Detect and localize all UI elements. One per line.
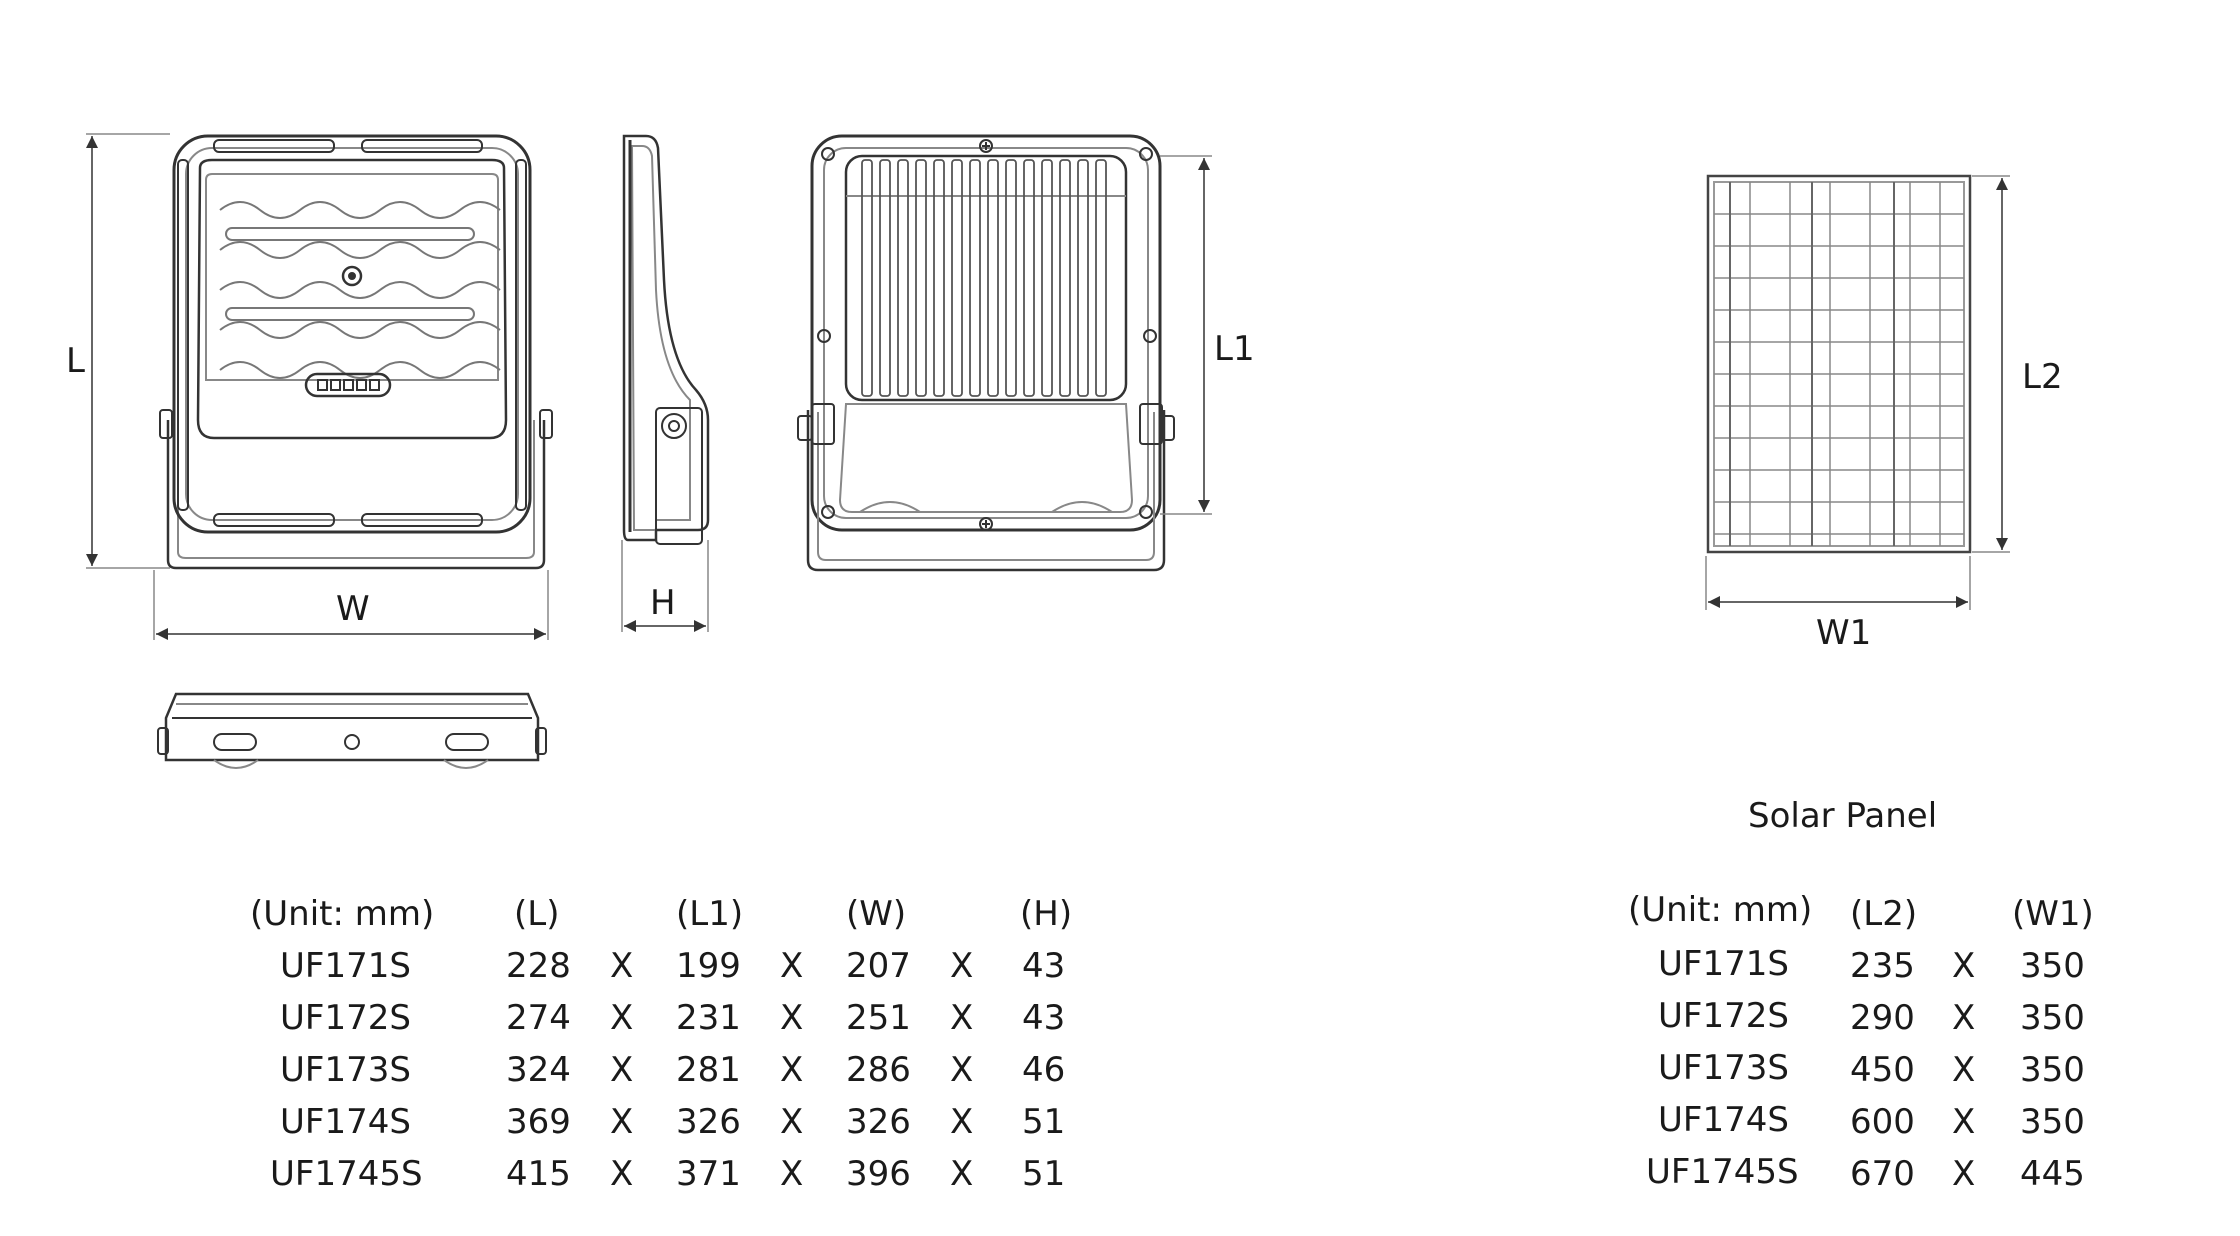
table-cell: 369 xyxy=(506,1102,571,1142)
table-cell: 51 xyxy=(1022,1102,1066,1142)
table-separator: X xyxy=(780,946,804,986)
table-separator: X xyxy=(780,1102,804,1142)
front-view xyxy=(159,134,553,570)
table-separator: X xyxy=(950,1050,974,1090)
table-cell: 324 xyxy=(506,1050,571,1090)
table-cell: 274 xyxy=(506,998,571,1038)
table-cell: 396 xyxy=(846,1154,911,1194)
dimension-label-H: H xyxy=(650,583,676,623)
table-separator: X xyxy=(780,1154,804,1194)
table-row-model: UF172S xyxy=(280,998,411,1038)
table-cell: 281 xyxy=(676,1050,741,1090)
table-header-L1: (L1) xyxy=(676,894,744,934)
table-separator: X xyxy=(610,1050,634,1090)
table-cell: 46 xyxy=(1022,1050,1066,1090)
table-separator: X xyxy=(950,1154,974,1194)
table-row-model: UF1745S xyxy=(270,1154,423,1194)
table-header-W: (W) xyxy=(846,894,907,934)
table-row-model: UF173S xyxy=(280,1050,411,1090)
table-cell: 415 xyxy=(506,1154,571,1194)
table-cell: 251 xyxy=(846,998,911,1038)
table-cell: 371 xyxy=(676,1154,741,1194)
table-cell: 286 xyxy=(846,1050,911,1090)
table-unit-label: (Unit: mm) xyxy=(250,894,435,934)
solar-panel-drawing xyxy=(1706,174,1972,554)
table-separator: X xyxy=(950,998,974,1038)
back-dimensions xyxy=(1160,155,1212,515)
table-cell: 199 xyxy=(676,946,741,986)
table-cell: 228 xyxy=(506,946,571,986)
table-cell: 207 xyxy=(846,946,911,986)
light-dimension-table: (Unit: mm) (L) (L1) (W) (H) UF171S 228 X… xyxy=(250,894,1073,1194)
table-cell: 326 xyxy=(846,1102,911,1142)
dimension-label-W: W xyxy=(336,589,370,629)
table-separator: X xyxy=(610,1154,634,1194)
table-separator: X xyxy=(610,946,634,986)
table-separator: X xyxy=(610,998,634,1038)
table-header-L: (L) xyxy=(514,894,560,934)
solar-panel-caption: Solar Panel xyxy=(1748,796,1938,836)
table-row-model: UF174S xyxy=(280,1102,411,1142)
table-separator: X xyxy=(780,998,804,1038)
back-view xyxy=(797,134,1175,572)
table-cell: 43 xyxy=(1022,946,1066,986)
solar-dimensions xyxy=(1705,175,2010,610)
table-separator: X xyxy=(950,946,974,986)
table-cell: 43 xyxy=(1022,998,1066,1038)
table-separator: X xyxy=(610,1102,634,1142)
dimension-label-L2: L2 xyxy=(2022,357,2063,397)
dimension-label-W1: W1 xyxy=(1816,613,1871,653)
table-cell: 51 xyxy=(1022,1154,1066,1194)
table-header-H: (H) xyxy=(1020,894,1073,934)
bottom-view xyxy=(157,692,547,769)
table-row-model: UF171S xyxy=(280,946,411,986)
side-view xyxy=(622,134,710,545)
table-cell: 326 xyxy=(676,1102,741,1142)
table-cell: 231 xyxy=(676,998,741,1038)
front-dimensions xyxy=(86,133,549,640)
dimension-label-L1: L1 xyxy=(1214,329,1255,369)
table-separator: X xyxy=(950,1102,974,1142)
table-separator: X xyxy=(780,1050,804,1090)
dimension-label-L: L xyxy=(66,341,85,381)
side-dimensions xyxy=(621,540,709,632)
